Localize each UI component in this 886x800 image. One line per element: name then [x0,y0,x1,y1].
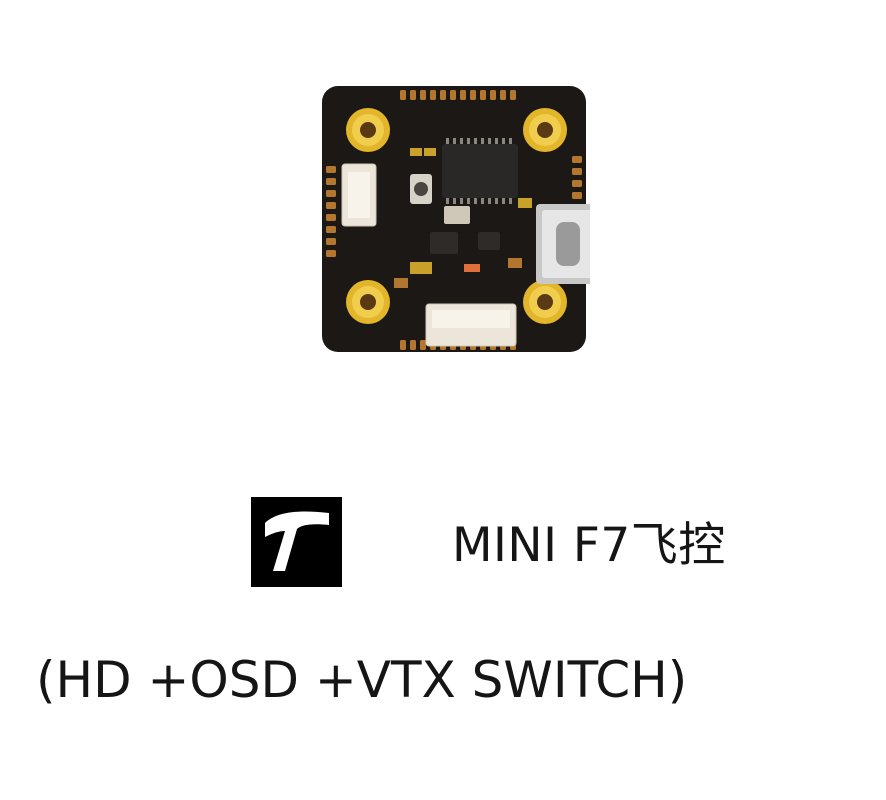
mcu-chip [442,144,518,198]
solder-pad [420,340,426,350]
solder-pad [572,168,582,175]
solder-pad [326,178,336,185]
chip-pin [509,198,512,204]
solder-pad [400,340,406,350]
chip-pin [467,138,470,144]
solder-pad [410,340,416,350]
solder-pad [326,226,336,233]
solder-pad [470,90,476,100]
product-subtitle: (HD +OSD +VTX SWITCH) [36,651,688,709]
chip-pin [474,138,477,144]
chip-pins [446,138,512,204]
solder-pad [572,192,582,199]
solder-pad [490,90,496,100]
solder-pad [326,238,336,245]
mounting-hole-bottom-right [523,280,567,324]
chip-pin [460,138,463,144]
chip-pin [474,198,477,204]
chip-pin [495,138,498,144]
solder-pad [410,90,416,100]
solder-pad [460,90,466,100]
solder-pad [326,190,336,197]
solder-pad [326,202,336,209]
mounting-hole-top-left [346,108,390,152]
solder-pad [400,90,406,100]
solder-pad [500,90,506,100]
chip-pin [453,138,456,144]
chip-pin [481,138,484,144]
product-title: MINI F7飞控 [452,518,726,573]
chip-pin [481,198,484,204]
chip-pin [509,138,512,144]
flight-controller-board [322,86,590,352]
chip-pin [446,198,449,204]
solder-pad [326,250,336,257]
solder-pad [440,90,446,100]
solder-pad [326,166,336,173]
chip-pin [488,138,491,144]
solder-pad [326,214,336,221]
chip-pin [453,198,456,204]
solder-pad [572,180,582,187]
chip-pin [446,138,449,144]
solder-pad [450,90,456,100]
solder-pad [420,90,426,100]
flight-controller-image [318,82,590,358]
solder-pad [510,90,516,100]
solder-pad [480,90,486,100]
solder-pad [430,90,436,100]
chip-pin [467,198,470,204]
brand-logo [251,497,342,587]
chip-pin [460,198,463,204]
chip-pin [502,138,505,144]
chip-pin [488,198,491,204]
chip-pin [495,198,498,204]
chip-pin [502,198,505,204]
solder-pad [572,156,582,163]
t-logo-icon [251,497,342,587]
mounting-hole-bottom-left [346,280,390,324]
usb-c-port [536,204,590,284]
mounting-hole-top-right [523,108,567,152]
